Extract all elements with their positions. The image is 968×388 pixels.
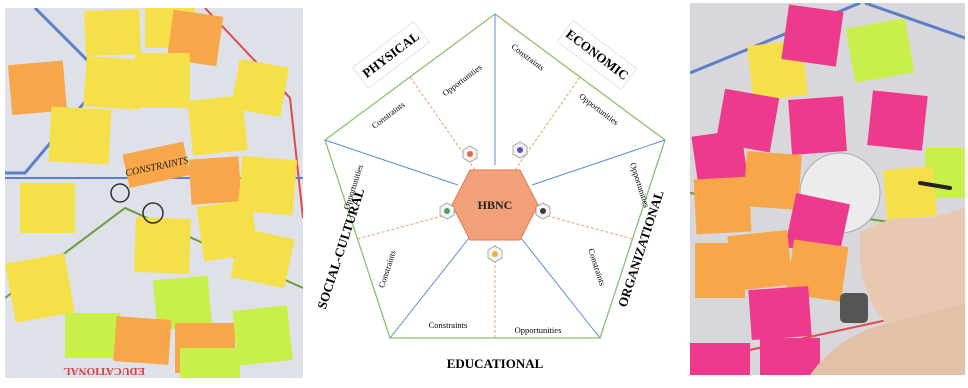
economic-icon: [512, 141, 528, 159]
organizational-icon: [535, 202, 551, 220]
hbnc-pentagon-diagram: HBNC PHYSICAL ECONOMIC: [295, 0, 695, 383]
right-photo-scene: [690, 3, 965, 375]
educational-icon: [487, 245, 503, 263]
left-photo-scene: CONSTRAINTS EDUCATIONAL: [5, 8, 303, 378]
sticky-notes-left: [5, 8, 298, 378]
hand-icon: [110, 183, 130, 203]
arm-shape: [810, 303, 965, 375]
physical-icon: [462, 145, 478, 163]
heart-icon: [142, 202, 164, 224]
vertex-lines: [324, 14, 666, 339]
hand-shape: [860, 208, 965, 329]
center-hexagon: [451, 169, 539, 241]
educational-opportunities-label: Opportunities: [515, 325, 562, 335]
left-workshop-photo: CONSTRAINTS EDUCATIONAL: [5, 8, 303, 378]
svg-text:EDUCATIONAL: EDUCATIONAL: [447, 356, 544, 371]
title-educational: EDUCATIONAL: [447, 356, 544, 371]
constraints-note: CONSTRAINTS: [122, 141, 191, 188]
left-photo-bottom-label: EDUCATIONAL: [63, 365, 145, 377]
svg-text:SOCIAL-CULTURAL: SOCIAL-CULTURAL: [314, 186, 367, 311]
pentagon-svg: HBNC PHYSICAL ECONOMIC: [314, 13, 667, 371]
right-workshop-photo: [690, 3, 965, 375]
sticky-notes-right: [690, 4, 965, 375]
social-cultural-icon: [439, 202, 455, 220]
center-label: HBNC: [478, 198, 513, 212]
educational-constraints-label: Constraints: [429, 320, 468, 330]
watch-icon: [840, 293, 868, 323]
title-social-cultural: SOCIAL-CULTURAL: [314, 186, 367, 311]
marker-icon: [918, 181, 952, 190]
